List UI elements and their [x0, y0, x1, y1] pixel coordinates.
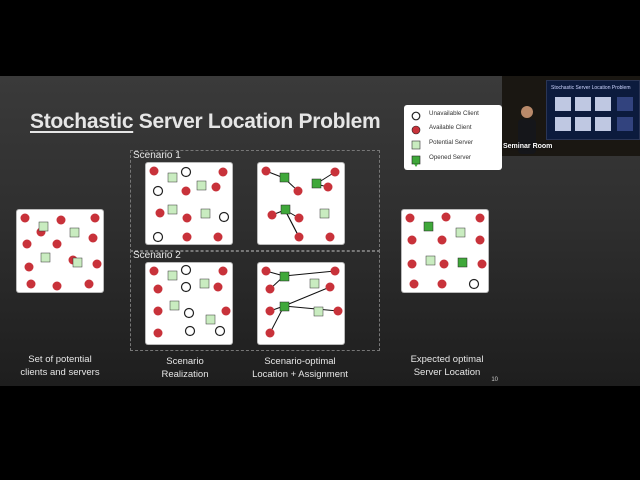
potential-server-icon [411, 140, 421, 150]
scenario-2-realization-panel [146, 263, 232, 344]
potential-set-panel [17, 210, 103, 292]
legend-opened-server: Opened Server [404, 153, 502, 167]
scenario-1-realization-graph [149, 166, 230, 243]
screen-title: Stochastic Server Location Problem [551, 85, 631, 91]
caption-optimal: Scenario-optimal Location + Assignment [252, 356, 348, 380]
legend-potential-server: Potential Server [404, 138, 502, 152]
scenario-1-label: Scenario 1 [133, 150, 181, 161]
available-client-icon [411, 125, 421, 135]
scenario-1-realization-panel [146, 163, 232, 244]
expected-optimal-graph [405, 212, 487, 290]
scenario-2-optimal-graph [261, 266, 343, 338]
scenario-2-frame [130, 250, 380, 351]
title-stochastic: Stochastic [30, 110, 134, 133]
caption-expected: Expected optimal Server Location [410, 354, 484, 378]
legend-unavailable-client: Unavailable Client [404, 109, 502, 123]
camera-label: Seminar Room [503, 143, 553, 150]
projector-screen: Stochastic Server Location Problem [546, 80, 640, 140]
slide-number: 10 [491, 377, 498, 383]
caption-realization: Scenario Realization [161, 356, 209, 380]
camera-overlay: Stochastic Server Location Problem [502, 76, 640, 156]
scenario-1-optimal-graph [261, 166, 340, 242]
title-rest: Server Location Problem [133, 110, 381, 133]
unavailable-client-icon [411, 111, 421, 121]
slide-title: Stochastic Server Location Problem [30, 110, 381, 134]
legend: Unavailable Client Available Client Pote… [404, 105, 502, 170]
scenario-2-optimal-panel [258, 263, 344, 344]
scenario-1-optimal-panel [258, 163, 344, 244]
scenario-1-frame [130, 150, 380, 252]
opened-server-icon [411, 155, 421, 167]
caption-set: Set of potential clients and servers [20, 354, 100, 378]
legend-available-client: Available Client [404, 123, 502, 137]
expected-optimal-panel [402, 210, 488, 292]
presenter-silhouette [518, 106, 536, 154]
potential-set-graph [20, 213, 102, 291]
scenario-2-label: Scenario 2 [133, 250, 181, 261]
scenario-2-realization-graph [149, 264, 231, 338]
